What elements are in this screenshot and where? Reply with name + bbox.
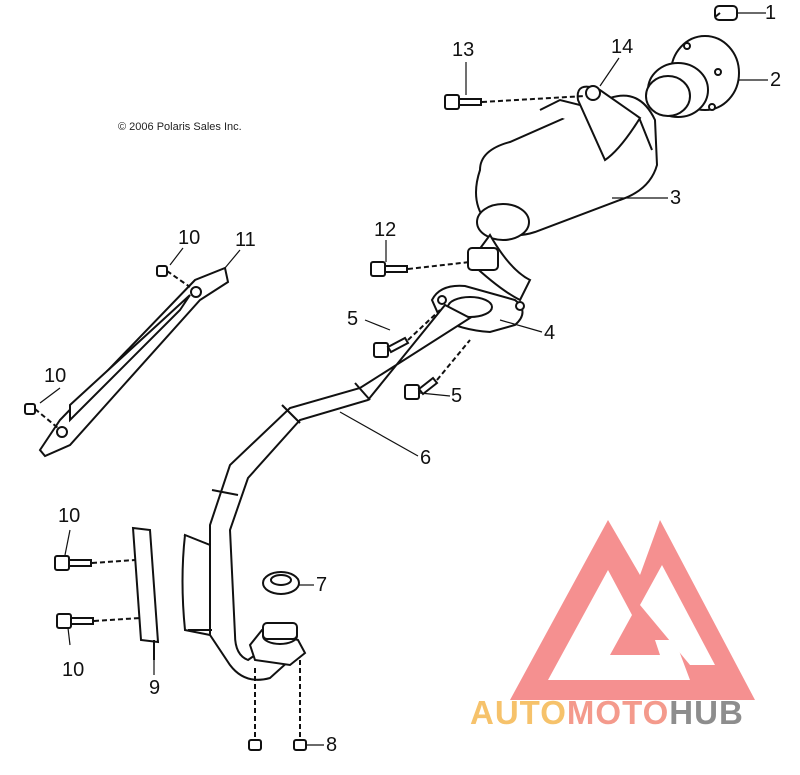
callout-5-lower: 5	[451, 385, 463, 407]
callout-6: 6	[420, 447, 432, 469]
callout-3: 3	[670, 187, 682, 209]
head-pipe-part	[181, 303, 472, 681]
callout-12: 12	[374, 219, 397, 241]
callout-13: 13	[452, 39, 475, 61]
heat-shield-strip-part	[131, 526, 160, 660]
callout-4: 4	[544, 322, 556, 344]
callout-10-bottom-upper: 10	[58, 505, 81, 527]
heat-shield-part	[38, 266, 230, 458]
callout-7: 7	[316, 574, 328, 596]
callout-9: 9	[149, 677, 161, 699]
callout-8: 8	[326, 734, 338, 756]
callout-2: 2	[770, 69, 782, 91]
watermark-hub: HUB	[669, 694, 744, 731]
callout-1: 1	[765, 2, 777, 24]
bolts-part	[24, 85, 601, 629]
gasket-part	[262, 571, 300, 595]
screw-1-part	[714, 5, 738, 21]
watermark-moto: MOTO	[566, 694, 670, 731]
callout-10-left: 10	[44, 365, 67, 387]
muffler-part	[467, 85, 659, 302]
copyright-text: © 2006 Polaris Sales Inc.	[118, 121, 242, 133]
watermark-auto: AUTO	[470, 694, 567, 731]
end-cap-part	[645, 35, 740, 118]
callout-11: 11	[235, 229, 256, 251]
watermark-logo	[510, 520, 755, 700]
callout-5-upper: 5	[347, 308, 359, 330]
flange-part	[248, 622, 307, 667]
leader-lines	[39, 12, 768, 746]
nuts-part	[248, 660, 307, 751]
watermark-text: AUTOMOTOHUB	[470, 694, 744, 732]
callout-10-bottom-lower: 10	[62, 659, 85, 681]
callout-10-top: 10	[178, 227, 201, 249]
callout-14: 14	[611, 36, 634, 58]
